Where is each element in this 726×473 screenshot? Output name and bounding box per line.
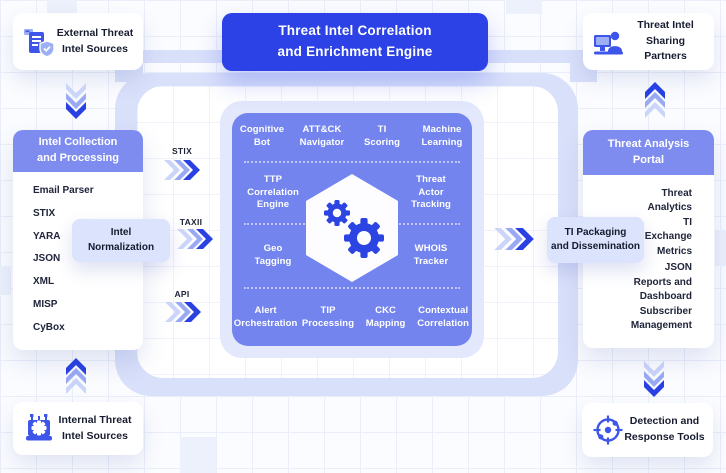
grid-tint-cell [506, 0, 542, 14]
intel-source-item: XML [33, 276, 55, 288]
flow-arrow-api [165, 302, 201, 322]
detection-response-card: Detection and Response Tools [582, 403, 713, 457]
intel-source-item: YARA [33, 230, 61, 242]
threat-analysis-portal-header: Threat Analysis Portal [583, 130, 714, 175]
intel-source-item: JSON [33, 253, 61, 265]
flow-arrow-to-packaging [494, 228, 534, 250]
page-title-line2: and Enrichment Engine [277, 44, 433, 59]
flow-label-stix: STIX [171, 146, 193, 156]
portal-feature-item: JSON [664, 261, 692, 273]
portal-feature-item: Metrics [656, 246, 692, 258]
page-title-line1: Threat Intel Correlation [278, 23, 432, 39]
flow-arrow-taxii [177, 229, 213, 249]
ti-packaging-chip: TI Packaging and Dissemination [547, 217, 644, 263]
target-icon [592, 414, 624, 446]
chip-device-icon [23, 413, 55, 445]
intel-source-item: CyBox [33, 321, 65, 333]
shield-document-icon [23, 26, 55, 58]
grid-tint-cell [715, 230, 726, 266]
flow-down-arrow-external-to-collection [66, 83, 86, 119]
flow-label-taxii: TAXII [179, 217, 203, 227]
internal-threat-sources-label: Internal Threat Intel Sources [58, 413, 132, 442]
analyst-workstation-icon [593, 26, 625, 58]
intel-source-item: Email Parser [33, 185, 94, 196]
intel-collection-panel-header: Intel Collection and Processing [13, 130, 143, 172]
external-threat-sources-label: External Threat Intel Sources [56, 26, 134, 55]
engine-divider [244, 161, 460, 163]
flow-down-arrow-portal-to-detection [644, 361, 664, 397]
flow-up-arrow-portal-to-partners [645, 82, 665, 118]
flow-label-api: API [174, 289, 190, 299]
gears-hexagon-icon [306, 174, 398, 282]
detection-response-label: Detection and Response Tools [624, 415, 705, 443]
page-title: Threat Intel Correlation and Enrichment … [222, 13, 488, 71]
flow-up-arrow-internal-to-collection [66, 358, 86, 394]
grid-tint-cell [180, 437, 216, 473]
engine-divider [244, 287, 460, 289]
grid-tint-cell [47, 0, 77, 13]
flow-arrow-stix [164, 160, 200, 180]
intel-normalization-chip: Intel Normalization [72, 219, 170, 262]
internal-threat-sources-card: Internal Threat Intel Sources [13, 402, 143, 455]
intel-source-item: STIX [33, 207, 56, 219]
grid-tint-cell [0, 266, 11, 295]
external-threat-sources-card: External Threat Intel Sources [13, 13, 143, 70]
sharing-partners-label: Threat Intel Sharing Partners [637, 18, 694, 63]
intel-source-item: MISP [33, 299, 58, 311]
sharing-partners-card: Threat Intel Sharing Partners [583, 13, 714, 70]
